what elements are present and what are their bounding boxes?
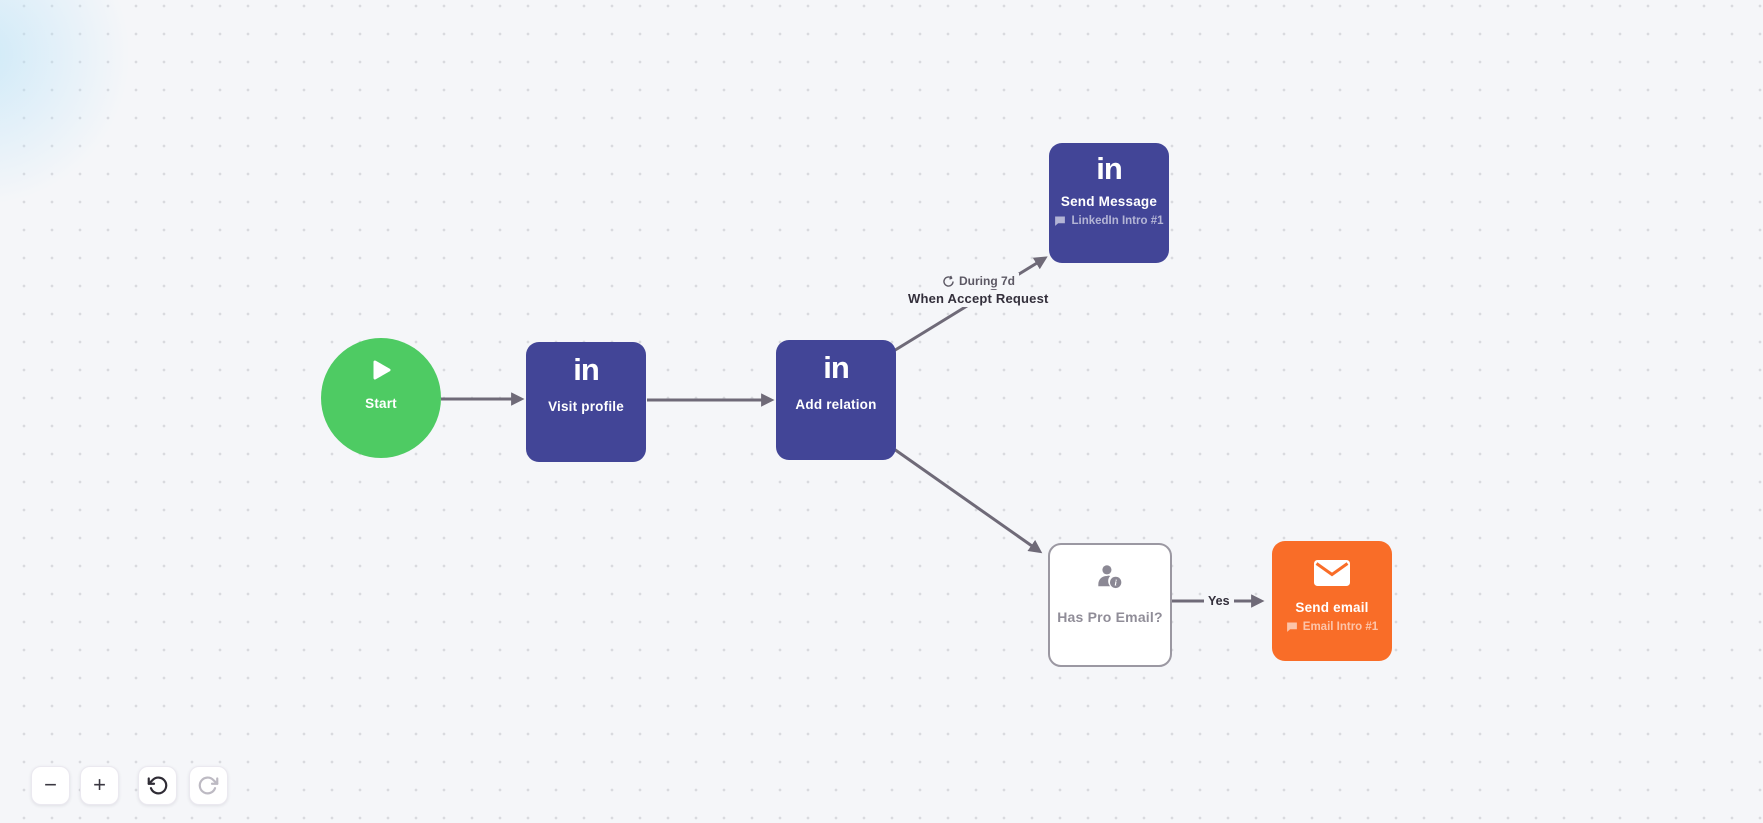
repeat-icon [943,275,954,287]
node-send-email[interactable]: Send email Email Intro #1 [1272,541,1392,661]
edge-label-yes: Yes [1204,593,1234,609]
zoom-in-button[interactable]: + [80,766,119,805]
envelope-icon [1314,555,1350,591]
undo-button[interactable] [138,766,177,805]
linkedin-icon: in [823,350,850,385]
edge-label-duration-text: During 7d [959,274,1015,288]
redo-icon [198,776,219,795]
node-label: Add relation [795,397,877,412]
node-subtitle-text: LinkedIn Intro #1 [1071,215,1164,227]
node-subtitle: Email Intro #1 [1286,621,1378,633]
play-icon [369,352,393,388]
node-has-pro-email[interactable]: i Has Pro Email? [1048,543,1172,667]
svg-text:i: i [1114,578,1117,588]
edge-label-condition: When Accept Request [904,290,1053,307]
zoom-out-button[interactable]: − [31,766,70,805]
node-label: Send email [1295,600,1369,615]
node-subtitle-text: Email Intro #1 [1302,621,1379,633]
node-visit-profile[interactable]: in Visit profile [526,342,646,462]
node-label: Start [365,396,397,411]
plus-icon: + [93,771,106,797]
chat-bubble-icon [1055,216,1066,226]
chat-bubble-icon [1286,622,1297,632]
linkedin-icon: in [1096,151,1123,186]
node-send-message[interactable]: in Send Message LinkedIn Intro #1 [1049,143,1169,263]
node-add-relation[interactable]: in Add relation [776,340,896,460]
edge-add-haspro [893,447,1043,554]
minus-icon: − [44,771,57,797]
undo-icon [147,776,168,795]
node-start[interactable]: Start [321,338,441,458]
node-label: Has Pro Email? [1057,609,1163,625]
node-label: Visit profile [548,399,624,414]
node-label: Send Message [1060,194,1158,209]
linkedin-icon: in [573,352,600,387]
edge-label-during: During 7d [938,273,1019,289]
node-subtitle: LinkedIn Intro #1 [1054,215,1164,227]
redo-button[interactable] [189,766,228,805]
person-info-icon: i [1094,559,1126,595]
